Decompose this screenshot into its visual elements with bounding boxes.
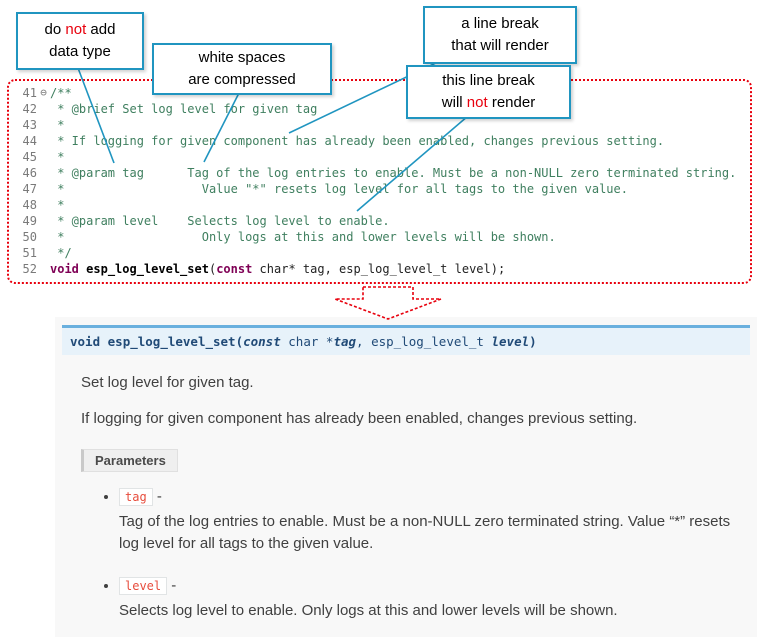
parameter-name-literal: tag	[119, 488, 153, 506]
callout-whitespace-compressed: white spaces are compressed	[152, 43, 332, 95]
code-line: 43 *	[15, 117, 750, 133]
code-text: void esp_log_level_set(const char* tag, …	[50, 262, 506, 276]
line-number: 49	[22, 214, 37, 228]
code-line: 49 * @param level Selects log level to e…	[15, 213, 750, 229]
rendered-docs-panel: void esp_log_level_set(const char *tag, …	[55, 317, 757, 637]
code-line: 46 * @param tag Tag of the log entries t…	[15, 165, 750, 181]
code-text: * @param tag Tag of the log entries to e…	[50, 166, 737, 180]
parameter-name-literal: level	[119, 577, 168, 595]
code-editor-snippet: 41⊖/**42 * @brief Set log level for give…	[7, 79, 752, 284]
code-line: 42 * @brief Set log level for given tag	[15, 101, 750, 117]
code-text: * Only logs at this and lower levels wil…	[50, 230, 556, 244]
line-number: 50	[22, 230, 37, 244]
callout-line-break-renders: a line break that will render	[423, 6, 577, 64]
parameter-description: Selects log level to enable. Only logs a…	[119, 602, 618, 619]
doc-brief: Set log level for given tag.	[81, 374, 254, 391]
parameter-description: Tag of the log entries to enable. Must b…	[119, 513, 731, 552]
parameter-list: tag - Tag of the log entries to enable. M…	[103, 488, 757, 622]
highlighted-word: not	[466, 94, 488, 111]
line-number: 46	[22, 166, 37, 180]
code-text: * @brief Set log level for given tag	[50, 102, 318, 116]
line-number: 42	[22, 102, 37, 116]
line-number: 48	[22, 198, 37, 212]
code-text: * Value "*" resets log level for all tag…	[50, 182, 628, 196]
code-text: * If logging for given component has alr…	[50, 134, 665, 148]
callout-line-break-no-render: this line break will not render	[406, 65, 571, 119]
parameter-dash: -	[152, 488, 162, 505]
code-line: 41⊖/**	[15, 85, 750, 101]
parameter-item: tag - Tag of the log entries to enable. M…	[119, 488, 739, 555]
doc-description: If logging for given component has alrea…	[81, 410, 638, 427]
line-number: 41	[22, 86, 37, 100]
highlighted-word: not	[65, 21, 87, 39]
code-text: *	[50, 198, 65, 212]
code-text: *	[50, 150, 65, 164]
code-line: 45 *	[15, 149, 750, 165]
line-number: 47	[22, 182, 37, 196]
function-signature-text: void esp_log_level_set(const char *tag, …	[70, 334, 537, 349]
code-line: 51 */	[15, 245, 750, 261]
line-number: 44	[22, 134, 37, 148]
code-line: 50 * Only logs at this and lower levels …	[15, 229, 750, 245]
line-number: 51	[22, 246, 37, 260]
code-line: 44 * If logging for given component has …	[15, 133, 750, 149]
code-line: 52 void esp_log_level_set(const char* tag…	[15, 261, 750, 277]
line-number: 52	[22, 262, 37, 276]
parameters-header: Parameters	[81, 449, 178, 472]
parameter-item: level - Selects log level to enable. Only…	[119, 577, 739, 622]
callout-no-data-type: do not add data type	[16, 12, 144, 70]
function-signature: void esp_log_level_set(const char *tag, …	[62, 325, 750, 355]
code-line: 47 * Value "*" resets log level for all …	[15, 181, 750, 197]
code-to-docs-arrow-icon	[334, 286, 442, 320]
code-text: * @param level Selects log level to enab…	[50, 214, 390, 228]
parameter-dash: -	[167, 577, 177, 594]
line-number: 45	[22, 150, 37, 164]
code-text: /**	[50, 86, 72, 100]
code-lines: 41⊖/**42 * @brief Set log level for give…	[15, 85, 750, 277]
line-number: 43	[22, 118, 37, 132]
code-line: 48 *	[15, 197, 750, 213]
code-text: *	[50, 118, 65, 132]
code-text: */	[50, 246, 72, 260]
fold-minus-icon[interactable]: ⊖	[40, 86, 47, 99]
